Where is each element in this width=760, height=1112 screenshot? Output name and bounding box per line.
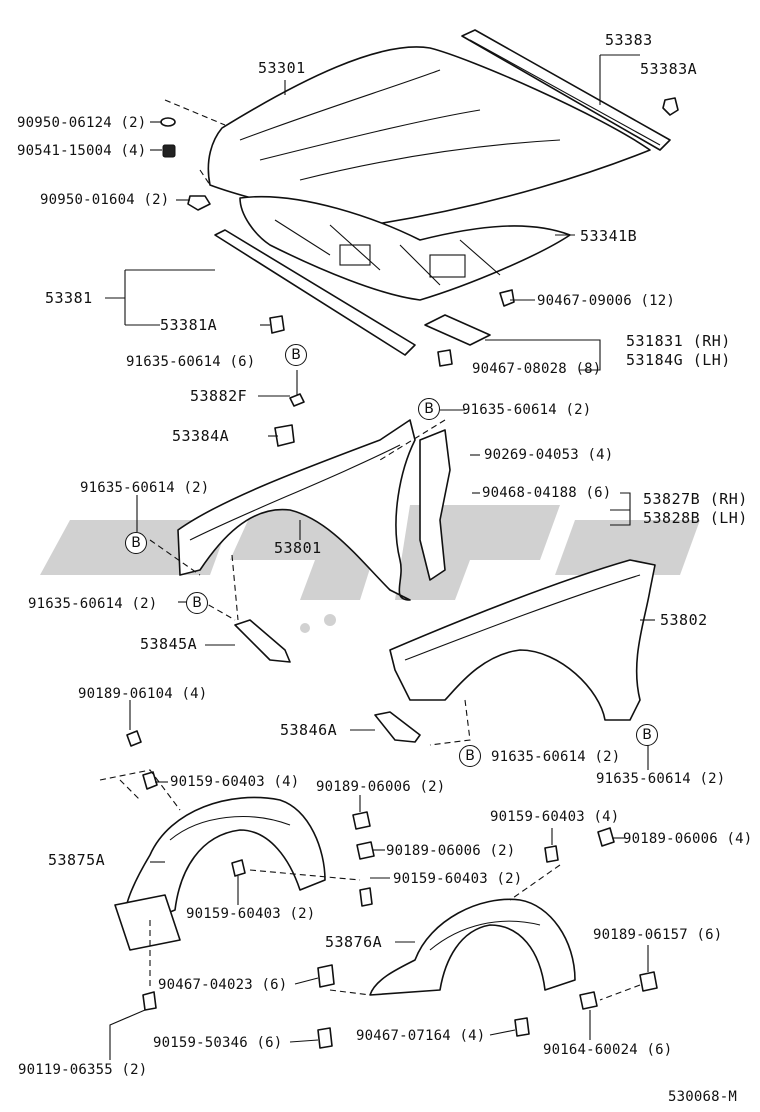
label-hood-bolt-washer: 90950-06124 (2) bbox=[17, 115, 147, 131]
label-b-bolt-5: 91635-60614 (2) bbox=[491, 749, 621, 765]
callout-b-4: B bbox=[186, 592, 208, 614]
label-bolt-346: 90159-50346 (6) bbox=[153, 1035, 283, 1051]
label-clip-468: 90468-04188 (6) bbox=[482, 485, 612, 501]
front-fender-upper bbox=[177, 419, 451, 601]
hood-insulator bbox=[239, 195, 571, 301]
label-liner-lh: 53828B (LH) bbox=[643, 509, 748, 527]
label-b-bolt-4: 91635-60614 (2) bbox=[28, 596, 158, 612]
label-hood-insulator: 53341B bbox=[580, 227, 638, 245]
label-clip-104: 90189-06104 (4) bbox=[78, 686, 208, 702]
label-clip-157: 90189-06157 (6) bbox=[593, 927, 723, 943]
label-clip-006-a: 90189-06006 (2) bbox=[316, 779, 446, 795]
label-hood-stopper: 90950-01604 (2) bbox=[40, 192, 170, 208]
callout-b-3: B bbox=[125, 532, 147, 554]
callout-b-6: B bbox=[636, 724, 658, 746]
label-b-bolt-1: 91635-60614 (6) bbox=[126, 354, 256, 370]
label-front-seal-clip: 53381A bbox=[160, 316, 218, 334]
label-b-bolt-2: 91635-60614 (2) bbox=[462, 402, 592, 418]
label-hood-seal: 53383 bbox=[605, 31, 653, 49]
hood-seal-strip bbox=[461, 29, 671, 151]
callout-b-5: B bbox=[459, 745, 481, 767]
callout-b-2: B bbox=[418, 398, 440, 420]
label-front-seal: 53381 bbox=[45, 289, 93, 307]
front-seal-strip bbox=[214, 229, 416, 356]
label-bracket-lh: 53184G (LH) bbox=[626, 351, 731, 369]
label-bolt-403-d: 90159-60403 (4) bbox=[490, 809, 620, 825]
label-bracket-845a: 53845A bbox=[140, 635, 198, 653]
callout-b-1: B bbox=[285, 344, 307, 366]
label-bracket-rh: 531831 (RH) bbox=[626, 332, 731, 350]
fender-liner-rear bbox=[369, 898, 576, 996]
label-clip-023: 90467-04023 (6) bbox=[158, 977, 288, 993]
label-clip-164: 90467-07164 (4) bbox=[356, 1028, 486, 1044]
label-screw-269: 90269-04053 (4) bbox=[484, 447, 614, 463]
label-hood-cushion: 90541-15004 (4) bbox=[17, 143, 147, 159]
label-b-bolt-6: 91635-60614 (2) bbox=[596, 771, 726, 787]
hood-panel bbox=[207, 46, 651, 226]
small-fasteners-bottom bbox=[126, 730, 658, 1049]
label-clip-006-b: 90189-06006 (2) bbox=[386, 843, 516, 859]
label-seal-882f: 53882F bbox=[190, 387, 248, 405]
assembly-dashed-lines bbox=[99, 99, 641, 1001]
label-liner-876a: 53876A bbox=[325, 933, 383, 951]
fender-brackets bbox=[234, 619, 421, 743]
label-hood: 53301 bbox=[258, 59, 306, 77]
label-clip-006-c: 90189-06006 (4) bbox=[623, 831, 753, 847]
label-bolt-355: 90119-06355 (2) bbox=[18, 1062, 148, 1078]
label-bolt-403-a: 90159-60403 (4) bbox=[170, 774, 300, 790]
label-bolt-403-c: 90159-60403 (2) bbox=[393, 871, 523, 887]
label-insulator-clip: 90467-09006 (12) bbox=[537, 293, 676, 309]
label-fender-rh: 53801 bbox=[274, 539, 322, 557]
label-bolt-024: 90164-60024 (6) bbox=[543, 1042, 673, 1058]
front-fender-lower bbox=[389, 559, 656, 721]
hood-bracket bbox=[424, 314, 491, 346]
label-cushion-384a: 53384A bbox=[172, 427, 230, 445]
label-liner-875a: 53875A bbox=[48, 851, 106, 869]
label-fender-lh: 53802 bbox=[660, 611, 708, 629]
fender-liner-front bbox=[114, 796, 326, 951]
small-fasteners-top bbox=[160, 97, 679, 447]
diagram-code: 530068-M bbox=[668, 1089, 738, 1105]
label-hood-seal-clip: 53383A bbox=[640, 60, 698, 78]
label-liner-rh: 53827B (RH) bbox=[643, 490, 748, 508]
label-b-bolt-3: 91635-60614 (2) bbox=[80, 480, 210, 496]
label-bracket-clip: 90467-08028 (8) bbox=[472, 361, 602, 377]
label-bracket-846a: 53846A bbox=[280, 721, 338, 739]
label-bolt-403-b: 90159-60403 (2) bbox=[186, 906, 316, 922]
